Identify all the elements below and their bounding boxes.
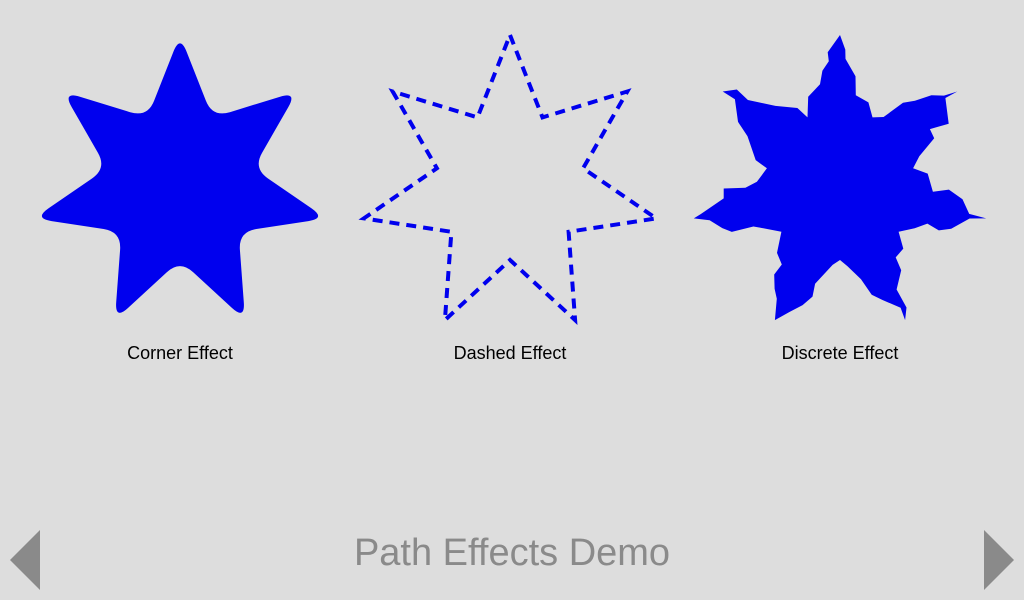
corner-effect-panel: Corner Effect [20, 30, 340, 370]
triangle-right-icon [984, 530, 1014, 590]
previous-button[interactable] [4, 530, 44, 590]
discrete-effect-panel: Discrete Effect [680, 30, 1000, 370]
dashed-effect-star [358, 30, 662, 326]
discrete-effect-label: Discrete Effect [781, 343, 899, 363]
corner-effect-label: Corner Effect [127, 343, 233, 363]
demo-title: Path Effects Demo [353, 532, 671, 574]
next-button[interactable] [980, 530, 1020, 590]
dashed-effect-panel: Dashed Effect [350, 30, 670, 370]
corner-effect-star [41, 43, 319, 313]
triangle-left-icon [10, 530, 40, 590]
discrete-effect-star [693, 35, 987, 321]
dashed-effect-label: Dashed Effect [453, 343, 567, 363]
